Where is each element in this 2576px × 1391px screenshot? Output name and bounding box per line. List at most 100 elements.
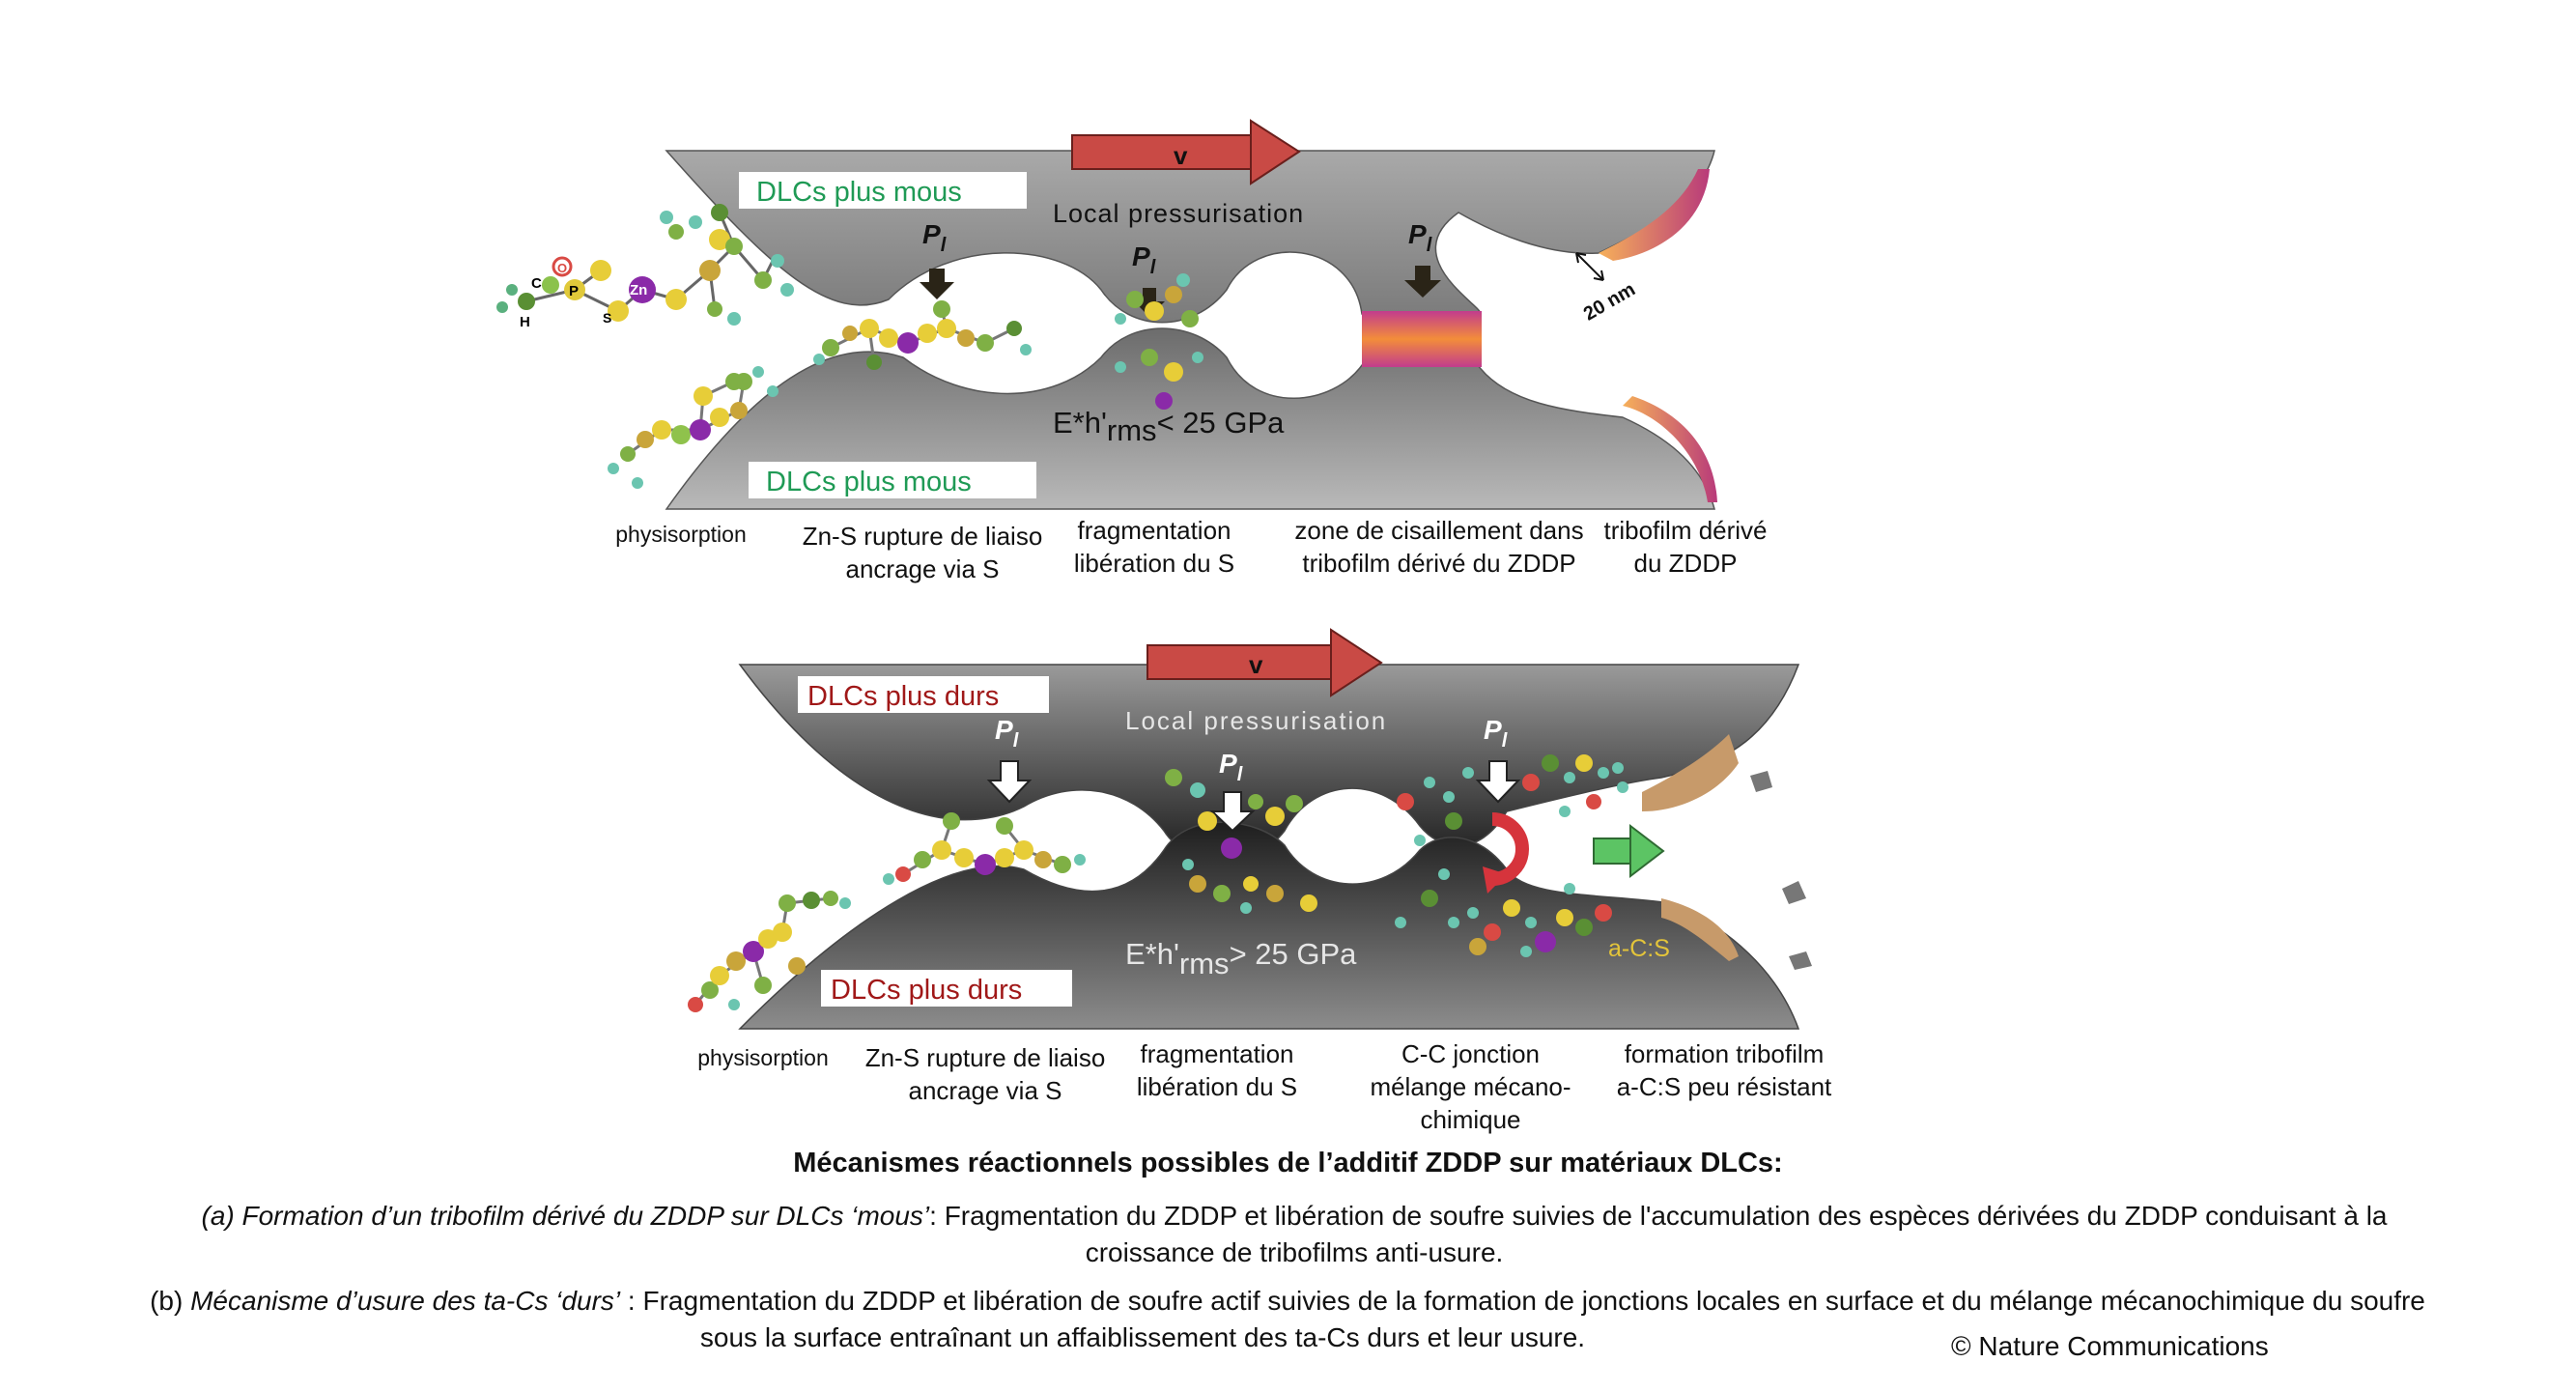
pressure-sub-b2: l [1237,764,1243,785]
stage-label-a-fragmentation: fragmentation libération du S [1053,514,1256,580]
stage-label-b-physisorption: physisorption [676,1041,850,1074]
stage-label-b-acs: formation tribofilm a-C:S peu résistant [1599,1037,1850,1103]
zddp-atoms-b-physisorbed [688,891,851,1012]
stage-label-a-znS: Zn-S rupture de liaiso ancrage via S [778,520,1067,585]
stage-a4-line1: zone de cisaillement dans [1294,516,1584,545]
stage-label-b-junction: C-C jonction mélange mécano- chimique [1347,1037,1594,1136]
stage-b5-line2: a-C:S peu résistant [1616,1072,1832,1101]
caption-b-prefix: (b) [150,1286,191,1316]
stage-a3-line1: fragmentation [1077,516,1231,545]
stage-b3-line2: libération du S [1136,1072,1298,1101]
atom-s: S [603,310,611,326]
tribofilm-edge-bottom-a [1623,396,1717,502]
atom-zn: Zn [630,282,647,298]
stage-b4-line2: mélange mécano- [1370,1072,1571,1101]
pressure-arrow-a3 [1404,266,1441,298]
stage-a1-line1: physisorption [615,522,747,547]
thickness-label: 20 nm [1580,279,1639,326]
caption-b-italic: Mécanisme d’usure des ta-Cs ‘durs’ [190,1286,621,1316]
atom-p: P [569,283,579,299]
atom-c: C [531,275,542,292]
pressure-sub-b1: l [1013,730,1019,752]
local-pressurisation-a: Local pressurisation [1053,199,1304,228]
stage-label-b-fragmentation: fragmentation libération du S [1116,1037,1318,1103]
modulus-label-b: E*h' [1125,937,1179,971]
mechanochemical-particles [1395,754,1628,957]
bottom-surface-label-a: DLCs plus mous [766,467,972,497]
caption-a-line1: (a) Formation d’un tribofilm dérivé du Z… [58,1198,2531,1235]
pressure-sub-a1: l [941,235,947,256]
bottom-label-box-b [821,970,1072,1007]
pressure-label-b3: P [1484,715,1502,745]
wear-label: wear [1680,835,1745,868]
svg-text:Pl: Pl [1219,749,1243,785]
debris-1 [1750,771,1772,792]
caption-b-text1: : Fragmentation du ZDDP et libération de… [620,1286,2425,1316]
atom-h: H [520,314,530,330]
stage-b1-line1: physisorption [697,1045,829,1070]
stage-b3-line1: fragmentation [1140,1039,1294,1068]
modulus-tail-b: > 25 GPa [1230,937,1358,971]
stage-b2-line1: Zn-S rupture de liaiso [864,1043,1106,1072]
acs-label: a-C:S [1608,935,1670,962]
stage-b2-line2: ancrage via S [908,1076,1062,1105]
zddp-atoms-b-anchored [883,812,1086,885]
modulus-tail-a: < 25 GPa [1157,406,1286,440]
top-surface-label-b: DLCs plus durs [807,681,999,712]
bottom-surface-label-b: DLCs plus durs [831,975,1022,1006]
modulus-sub-b: rms [1179,947,1230,980]
mixing-arrow-head [1483,866,1507,894]
caption-a-text2: croissance de tribofilms anti-usure. [1085,1237,1504,1267]
top-label-box-b [798,676,1049,713]
pressure-label-a1: P [922,219,941,249]
local-pressurisation-b: Local pressurisation [1125,706,1387,735]
svg-text:E*h'rms> 25 GPa: E*h'rms> 25 GPa [1125,937,1357,980]
stage-b4-line1: C-C jonction [1401,1039,1541,1068]
fragmented-zddp-a [1115,273,1203,410]
bottom-label-box-a [749,462,1036,498]
top-surface-label-a: DLCs plus mous [756,177,962,208]
caption-title: Mécanismes réactionnels possibles de l’a… [793,1148,1783,1178]
pressure-label-b2: P [1219,749,1237,779]
zddp-atoms-free [496,204,794,326]
svg-text:Pl: Pl [1484,715,1508,752]
velocity-arrow-a [1071,119,1301,185]
svg-text:E*h'rms< 25 GPa: E*h'rms< 25 GPa [1053,406,1285,447]
shear-zone-tribofilm-a [1362,311,1482,367]
svg-text:Pl: Pl [995,715,1019,752]
pressure-arrow-b3 [1475,760,1521,804]
debris-2 [1782,881,1806,904]
top-surface-b [738,664,1800,861]
zddp-atoms-anchored [608,300,1032,489]
svg-text:Pl: Pl [1408,219,1432,256]
top-label-box-a [739,172,1027,209]
stage-a3-line2: libération du S [1073,549,1235,578]
caption-a-italic: (a) Formation d’un tribofilm dérivé du Z… [201,1201,930,1231]
caption-b: (b) Mécanisme d’usure des ta-Cs ‘durs’ :… [8,1283,2567,1356]
stage-label-b-znS: Zn-S rupture de liaiso ancrage via S [840,1041,1130,1107]
stage-b5-line1: formation tribofilm [1624,1039,1825,1068]
pressure-sub-a2: l [1150,257,1156,278]
velocity-arrow-b [1146,628,1383,697]
stage-label-a-physisorption: physisorption [594,518,768,551]
pressure-label-a2: P [1132,241,1150,271]
stage-a2-line1: Zn-S rupture de liaiso [802,522,1043,551]
stage-label-a-shear: zone de cisaillement dans tribofilm déri… [1285,514,1594,580]
pressure-arrow-a1 [920,269,954,299]
panel-a: v DLCs plus mous DLCs plus mous Local pr… [496,119,1717,510]
wear-debris-edge-b2 [1661,898,1739,961]
stage-a2-line2: ancrage via S [845,554,1000,583]
pressure-arrow-b1 [986,760,1033,804]
caption-a-text1: : Fragmentation du ZDDP et libération de… [929,1201,2388,1231]
wear-debris-edge-b [1642,734,1739,811]
svg-text:Pl: Pl [922,219,947,256]
stage-a4-line2: tribofilm dérivé du ZDDP [1302,549,1576,578]
stage-a5-line2: du ZDDP [1633,549,1738,578]
stage-b4-line3: chimique [1420,1105,1521,1134]
velocity-label-b: v [1249,650,1263,679]
modulus-sub-a: rms [1107,413,1157,447]
caption-a: (a) Formation d’un tribofilm dérivé du Z… [58,1198,2531,1271]
panel-b: v DLCs plus durs DLCs plus durs Local pr… [688,628,1812,1030]
stage-a5-line1: tribofilm dérivé [1603,516,1768,545]
